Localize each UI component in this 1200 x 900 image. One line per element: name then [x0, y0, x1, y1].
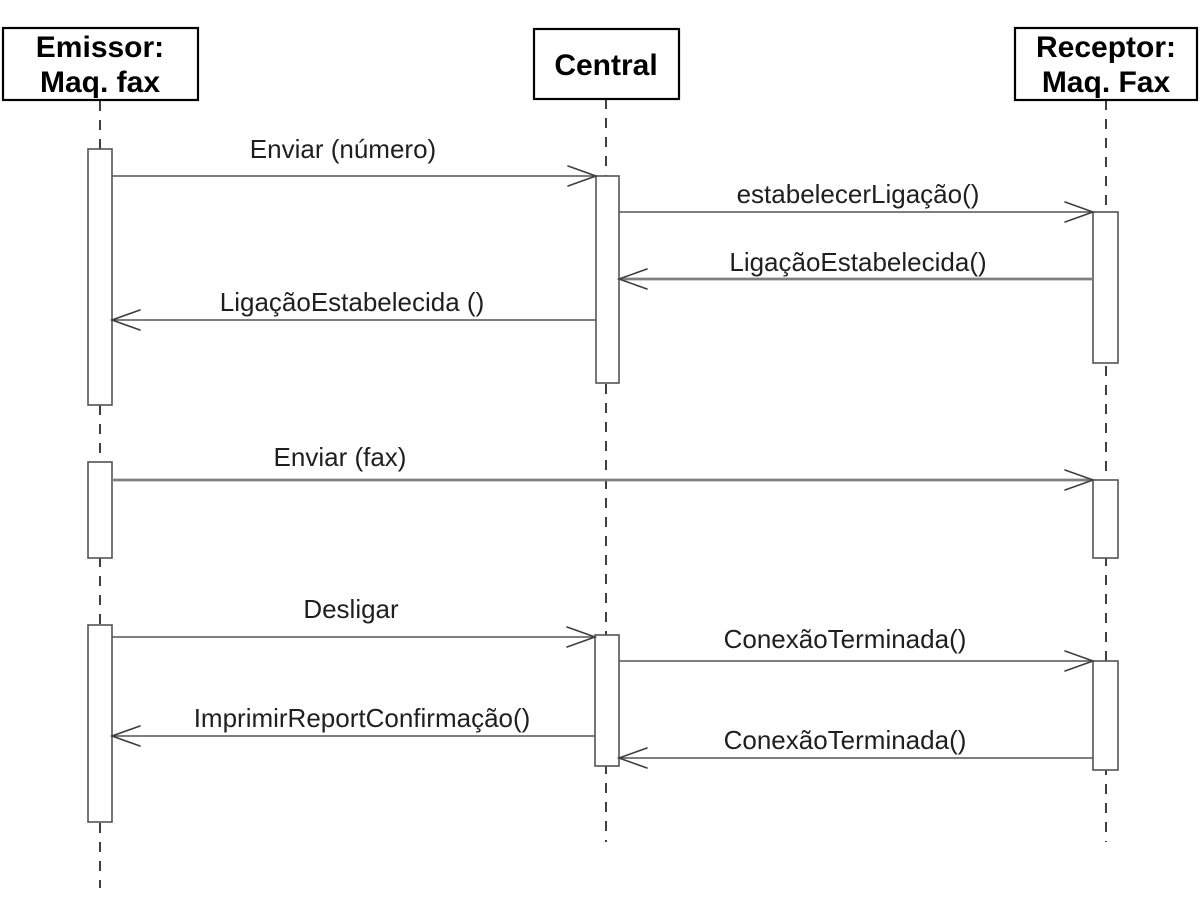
- arrowhead-right-icon: [1064, 201, 1096, 223]
- message-desligar: Desligar: [112, 594, 598, 648]
- activation-emissor-1: [87, 148, 113, 406]
- message-label: Enviar (número): [250, 134, 436, 164]
- actor-box-emissor: [1, 26, 200, 102]
- activation-emissor-3: [87, 624, 113, 823]
- arrowhead-left-icon: [616, 268, 648, 290]
- message-conexao-terminada-1: ConexãoTerminada(): [619, 624, 1096, 672]
- message-label: estabelecerLigação(): [737, 179, 980, 209]
- message-label: ConexãoTerminada(): [724, 624, 967, 654]
- message-label: ImprimirReportConfirmação(): [194, 703, 531, 733]
- actor-label-receptor-line1: Receptor:: [1036, 31, 1176, 64]
- message-conexao-terminada-2: ConexãoTerminada(): [616, 725, 1093, 769]
- arrowhead-left-icon: [109, 309, 141, 331]
- message-label: ConexãoTerminada(): [724, 725, 967, 755]
- arrowhead-right-icon: [566, 626, 598, 648]
- actor-receptor: Receptor: Maq. Fax: [1013, 26, 1199, 102]
- message-ligacao-estabelecida-2: LigaçãoEstabelecida (): [109, 287, 596, 331]
- message-label: Desligar: [303, 594, 399, 624]
- actor-emissor: Emissor: Maq. fax: [1, 26, 200, 102]
- activation-receptor-1: [1092, 211, 1119, 364]
- actor-central: Central: [532, 27, 681, 101]
- arrowhead-left-icon: [109, 725, 141, 747]
- actor-box-receptor: [1013, 26, 1199, 102]
- message-imprimir-report-confirmacao: ImprimirReportConfirmação(): [109, 703, 595, 747]
- actor-label-receptor-line2: Maq. Fax: [1042, 66, 1171, 99]
- message-enviar-fax: Enviar (fax): [112, 442, 1096, 491]
- activation-emissor-2: [87, 461, 113, 559]
- message-label: Enviar (fax): [274, 442, 407, 472]
- actor-label-emissor-line1: Emissor:: [36, 31, 164, 64]
- activation-receptor-2: [1092, 479, 1119, 559]
- arrowhead-right-icon: [1064, 650, 1096, 672]
- activation-central-1: [595, 175, 620, 384]
- message-label: LigaçãoEstabelecida(): [729, 247, 986, 277]
- actor-box-central: [532, 27, 681, 101]
- arrowhead-right-icon: [567, 165, 599, 187]
- activation-receptor-3: [1092, 660, 1119, 771]
- arrowhead-left-icon: [616, 747, 648, 769]
- message-ligacao-estabelecida-1: LigaçãoEstabelecida(): [616, 247, 1093, 290]
- message-enviar-numero: Enviar (número): [112, 134, 599, 187]
- activation-central-2: [594, 634, 620, 767]
- actor-label-emissor-line2: Maq. fax: [40, 66, 160, 99]
- message-label: LigaçãoEstabelecida (): [220, 287, 485, 317]
- arrowhead-right-icon: [1064, 469, 1096, 491]
- actor-label-central: Central: [554, 49, 657, 82]
- message-estabelecer-ligacao: estabelecerLigação(): [619, 179, 1096, 223]
